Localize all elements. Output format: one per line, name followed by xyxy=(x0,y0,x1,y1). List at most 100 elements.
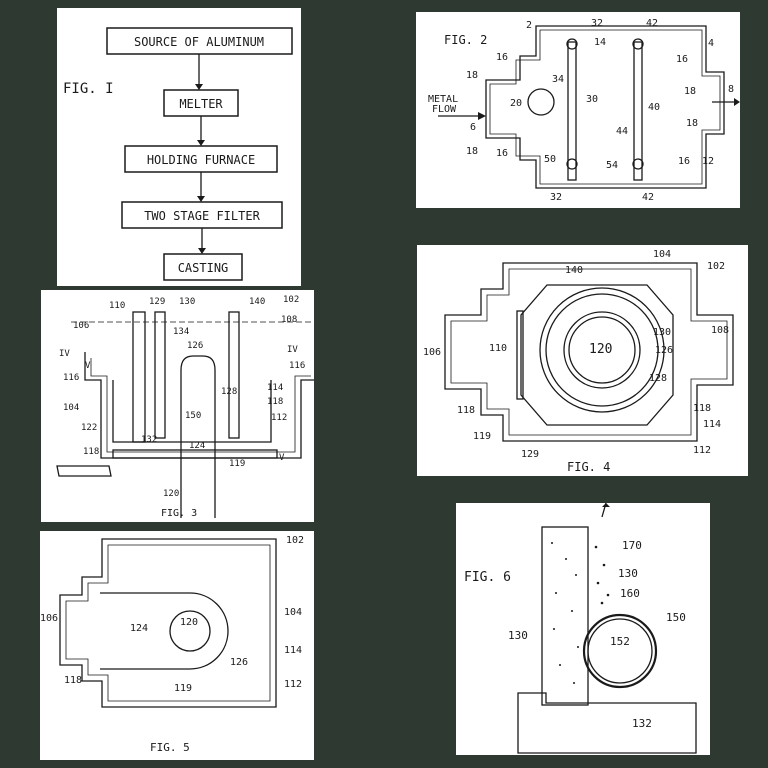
fig2-ref-12: 12 xyxy=(702,156,714,167)
fig3-ref-129: 129 xyxy=(149,297,165,307)
fig3-panel: FIG. 3 110 129 130 140 102 106 108 134 1… xyxy=(41,290,314,522)
fig2-panel: FIG. 2 METAL FLOW 2 32 42 14 4 16 16 18 … xyxy=(416,12,740,208)
fig4-ref-118-left: 118 xyxy=(457,405,475,416)
fig4-ref-112: 112 xyxy=(693,445,711,456)
fig3-ref-112: 112 xyxy=(271,413,287,423)
fig3-ref-110: 110 xyxy=(109,301,125,311)
fig6-ref-130-right: 130 xyxy=(618,567,638,580)
fig2-ref-42b: 42 xyxy=(642,192,654,203)
fig5-ref-124: 124 xyxy=(130,623,148,634)
fig6-diagram: FIG. 6 170 130 160 150 130 152 132 xyxy=(464,503,697,754)
fig6-ref-152: 152 xyxy=(610,635,630,648)
fig2-ref-18c: 18 xyxy=(466,146,478,157)
fig2-ref-32b: 32 xyxy=(550,192,562,203)
fig5-ref-112: 112 xyxy=(284,679,302,690)
fig4-ref-119: 119 xyxy=(473,431,491,442)
fig6-panel: FIG. 6 170 130 160 150 130 152 132 xyxy=(456,503,710,755)
fig4-ref-140: 140 xyxy=(565,265,583,276)
fig2-ref-40: 40 xyxy=(648,102,660,113)
fig4-ref-102: 102 xyxy=(707,261,725,272)
fig4-ref-128: 128 xyxy=(649,373,667,384)
fig3-ref-130: 130 xyxy=(179,297,195,307)
fig2-ref-50: 50 xyxy=(544,154,556,165)
fig2-title: FIG. 2 xyxy=(444,33,487,47)
fig3-ref-IV-right: IV xyxy=(287,345,298,355)
flow-step-4: TWO STAGE FILTER xyxy=(121,201,283,229)
fig4-ref-129: 129 xyxy=(521,449,539,460)
fig2-inlet-label-2: FLOW xyxy=(432,104,457,115)
fig6-ref-132: 132 xyxy=(632,717,652,730)
fig2-ref-54: 54 xyxy=(606,160,618,171)
fig3-ref-118-left: 118 xyxy=(83,447,99,457)
fig3-ref-120: 120 xyxy=(163,489,179,499)
fig3-reference-labels: 110 129 130 140 102 106 108 134 126 IV I… xyxy=(59,295,305,499)
fig2-ref-8: 8 xyxy=(728,84,734,95)
fig3-ref-106: 106 xyxy=(73,321,89,331)
fig2-reference-labels: 2 32 42 14 4 16 16 18 18 34 30 40 20 8 6… xyxy=(466,18,734,203)
fig4-title: FIG. 4 xyxy=(567,460,610,474)
fig4-ref-130: 130 xyxy=(653,327,671,338)
fig3-title: FIG. 3 xyxy=(161,508,197,519)
fig3-ref-118-right: 118 xyxy=(267,397,283,407)
fig5-title: FIG. 5 xyxy=(150,741,190,754)
fig1-flowchart: FIG. I SOURCE OF ALUMINUM MELTER HOLDING… xyxy=(63,27,293,281)
fig3-ref-V-bottom: V xyxy=(279,453,285,463)
fig4-ref-114: 114 xyxy=(703,419,721,430)
fig2-ref-14: 14 xyxy=(594,37,606,48)
flow-step-5: CASTING xyxy=(163,253,243,281)
fig5-ref-104: 104 xyxy=(284,607,302,618)
flow-step-2-label: MELTER xyxy=(179,97,223,111)
fig2-ref-34: 34 xyxy=(552,74,564,85)
fig2-ref-30: 30 xyxy=(586,94,598,105)
fig5-ref-118: 118 xyxy=(64,675,82,686)
fig6-title: FIG. 6 xyxy=(464,570,511,585)
fig5-panel: FIG. 5 102 106 124 120 104 114 126 118 1… xyxy=(40,531,314,760)
fig5-ref-119: 119 xyxy=(174,683,192,694)
fig2-ref-16d: 16 xyxy=(678,156,690,167)
fig3-ref-119: 119 xyxy=(229,459,245,469)
fig2-ref-16b: 16 xyxy=(676,54,688,65)
fig2-ref-42a: 42 xyxy=(646,18,658,29)
fig5-reference-labels: 102 106 124 120 104 114 126 118 119 112 xyxy=(40,535,304,694)
fig2-ref-16c: 16 xyxy=(496,148,508,159)
fig3-ref-134: 134 xyxy=(173,327,189,337)
fig2-inlet-label-1: METAL xyxy=(428,94,458,105)
fig6-reference-labels: 170 130 160 150 130 152 132 xyxy=(508,539,686,730)
fig3-ref-150: 150 xyxy=(185,411,201,421)
fig4-ref-126: 126 xyxy=(655,345,673,356)
fig4-ref-118-right: 118 xyxy=(693,403,711,414)
fig4-diagram: FIG. 4 104 102 140 106 110 130 108 120 1… xyxy=(423,249,734,474)
fig3-ref-102: 102 xyxy=(283,295,299,305)
fig3-ref-104: 104 xyxy=(63,403,79,413)
fig3-diagram: FIG. 3 110 129 130 140 102 106 108 134 1… xyxy=(56,295,314,519)
flow-step-1-label: SOURCE OF ALUMINUM xyxy=(134,35,264,49)
fig3-ref-132: 132 xyxy=(141,435,157,445)
fig2-ref-2: 2 xyxy=(526,20,532,31)
flow-step-3-label: HOLDING FURNACE xyxy=(147,153,255,167)
fig4-ref-110: 110 xyxy=(489,343,507,354)
fig2-ref-20: 20 xyxy=(510,98,522,109)
fig2-ref-18b: 18 xyxy=(684,86,696,97)
fig4-ref-106: 106 xyxy=(423,347,441,358)
fig2-ref-18d: 18 xyxy=(686,118,698,129)
fig6-ref-160: 160 xyxy=(620,587,640,600)
fig2-ref-18a: 18 xyxy=(466,70,478,81)
flow-step-2: MELTER xyxy=(163,89,239,117)
fig3-ref-116-left: 116 xyxy=(63,373,79,383)
fig5-diagram: FIG. 5 102 106 124 120 104 114 126 118 1… xyxy=(40,535,304,754)
fig4-ref-104: 104 xyxy=(653,249,671,260)
fig4-ref-108: 108 xyxy=(711,325,729,336)
fig5-ref-102: 102 xyxy=(286,535,304,546)
fig3-ref-126: 126 xyxy=(187,341,203,351)
fig2-ref-6: 6 xyxy=(470,122,476,133)
fig3-ref-124: 124 xyxy=(189,441,205,451)
fig3-ref-128: 128 xyxy=(221,387,237,397)
fig3-ref-V-top: V xyxy=(85,361,91,371)
fig4-panel: FIG. 4 104 102 140 106 110 130 108 120 1… xyxy=(417,245,748,476)
flow-step-5-label: CASTING xyxy=(178,261,229,275)
fig5-ref-126: 126 xyxy=(230,657,248,668)
fig3-ref-108: 108 xyxy=(281,315,297,325)
fig6-ref-150: 150 xyxy=(666,611,686,624)
fig3-ref-116-right: 116 xyxy=(289,361,305,371)
fig6-ref-130-left: 130 xyxy=(508,629,528,642)
